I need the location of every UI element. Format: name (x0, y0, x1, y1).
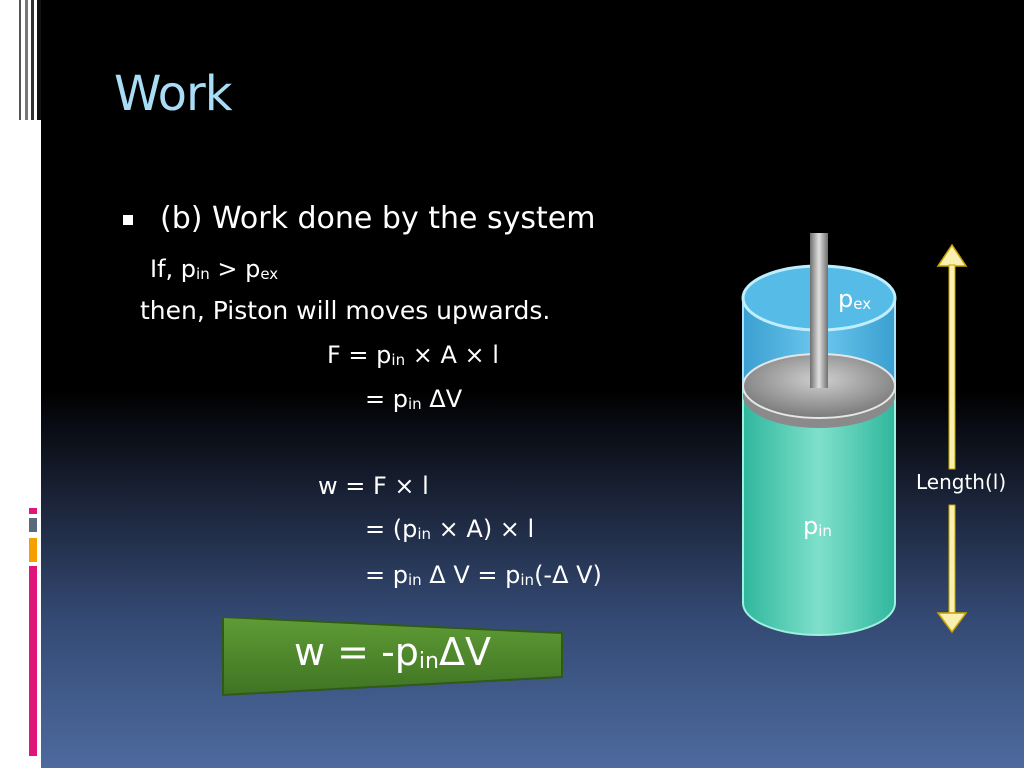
bullet-marker (123, 215, 133, 225)
result-banner (222, 617, 563, 697)
equation-work-2: = (pin × A) × l (365, 515, 535, 543)
label-p-in: pin (803, 512, 832, 540)
equation-force: F = pin × A × l (327, 341, 499, 369)
equation-work-1: w = F × l (318, 472, 429, 500)
slide-title: Work (114, 66, 233, 122)
then-line: then, Piston will moves upwards. (140, 296, 551, 325)
label-p-ex: pex (838, 285, 872, 313)
equation-work-3: = pin Δ V = pin(-Δ V) (365, 561, 602, 589)
length-label: Length(l) (916, 470, 1007, 494)
length-double-arrow-icon (936, 243, 968, 634)
bullet-text: (b) Work done by the system (160, 201, 596, 236)
condition-line: If, pin > pex (150, 255, 279, 283)
result-equation: w = -pinΔV (294, 630, 491, 674)
piston-cylinder-diagram (741, 233, 897, 636)
equation-pressure-volume: = pin ΔV (365, 385, 463, 413)
decorative-side-bars (19, 0, 41, 756)
